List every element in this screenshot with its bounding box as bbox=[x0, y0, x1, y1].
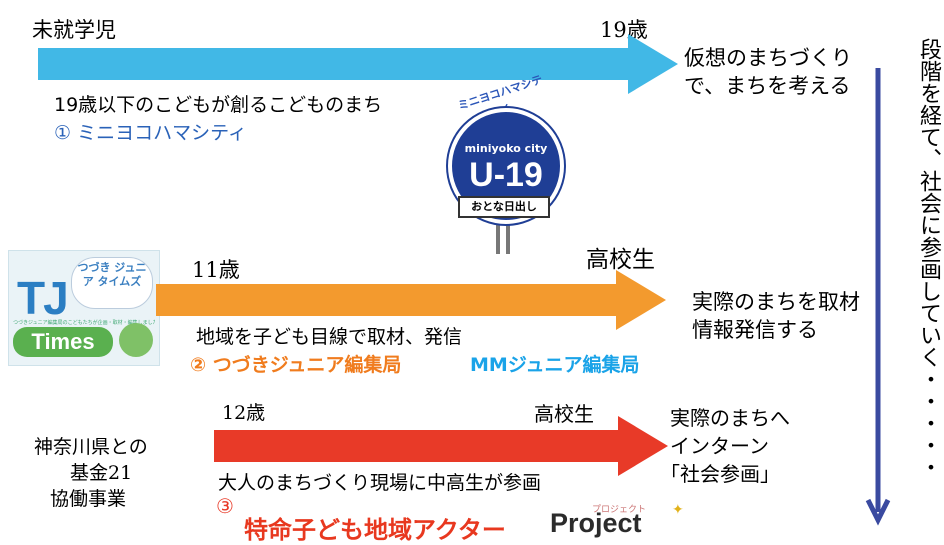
row1-arrow bbox=[38, 34, 678, 94]
row3-project-kana: プロジェクト bbox=[592, 505, 647, 515]
row1-arrow-shape bbox=[38, 34, 678, 94]
row3-end-label: 高校生 bbox=[534, 402, 594, 426]
row2-description: 地域を子ども目線で取材、発信 bbox=[196, 326, 463, 348]
row1-program: ① ミニヨコハマシティ bbox=[54, 122, 247, 144]
row3-arrow bbox=[214, 416, 668, 476]
row2-outcome-line2: 情報発信する bbox=[692, 318, 818, 342]
row3-side-note-3: 協働事業 bbox=[50, 488, 127, 510]
row3-program-title: 特命子ども地域アクター bbox=[244, 516, 506, 544]
row2-start-age: 11歳 bbox=[192, 258, 240, 282]
row3-program-project: Project bbox=[550, 508, 642, 538]
tree-icon bbox=[119, 323, 153, 357]
row1-end-age: 19歳 bbox=[600, 18, 648, 42]
sign-big-text: U-19 bbox=[469, 156, 543, 194]
row3-description: 大人のまちづくり現場に中高生が参画 bbox=[218, 472, 542, 494]
row2-arrow bbox=[156, 270, 666, 330]
row3-outcome-line2: インターン bbox=[670, 434, 769, 458]
row2-arrow-shape bbox=[156, 270, 666, 330]
sign-pole-left bbox=[496, 214, 500, 254]
side-vertical-text: 段階を経て、社会に参画していく・・・・・ bbox=[916, 38, 941, 478]
row1-start-label: 未就学児 bbox=[32, 18, 116, 42]
row3-outcome-line1: 実際のまちへ bbox=[670, 406, 790, 430]
tj-logo-letters: TJ bbox=[17, 272, 69, 324]
row2-outcome-line1: 実際のまちを取材 bbox=[692, 290, 860, 314]
row1-description: 19歳以下のこどもが創るこどものまち bbox=[54, 94, 383, 116]
sign-plate: おとな日出し bbox=[458, 196, 550, 218]
side-arrow bbox=[865, 68, 891, 526]
tj-times-logo: TJ つづき ジュニア タイムズ つづきジュニア編集局のこどもたちが企画・取材・… bbox=[8, 250, 160, 366]
row1-outcome-line2: で、まちを考える bbox=[684, 74, 851, 98]
sign-city-text: miniyoko city bbox=[464, 142, 548, 155]
chevron-down-icon bbox=[865, 498, 891, 526]
row3-side-note-2: 基金21 bbox=[70, 462, 133, 484]
row3-arrow-shape bbox=[214, 416, 668, 476]
row2-end-label: 高校生 bbox=[586, 247, 655, 273]
row2-program-b: MMジュニア編集局 bbox=[470, 354, 640, 376]
row3-start-age: 12歳 bbox=[222, 402, 266, 424]
row3-program-num: ③ bbox=[216, 494, 234, 518]
sign-pole-right bbox=[506, 214, 510, 254]
tj-logo-caption: つづきジュニア編集局のこどもたちが企画・取材・編集しました！ bbox=[13, 320, 155, 326]
tj-times-badge: Times bbox=[13, 327, 113, 357]
row2-program-a: ② つづきジュニア編集局 bbox=[190, 354, 402, 376]
tj-cloud-text: つづき ジュニア タイムズ bbox=[77, 261, 147, 288]
star-icon: ✦ bbox=[672, 502, 684, 518]
row3-side-note-1: 神奈川県との bbox=[34, 436, 148, 458]
row3-outcome-line3: 「社会参画」 bbox=[660, 462, 780, 486]
row1-outcome-line1: 仮想のまちづくり bbox=[684, 46, 852, 70]
cloud-icon bbox=[71, 257, 153, 309]
